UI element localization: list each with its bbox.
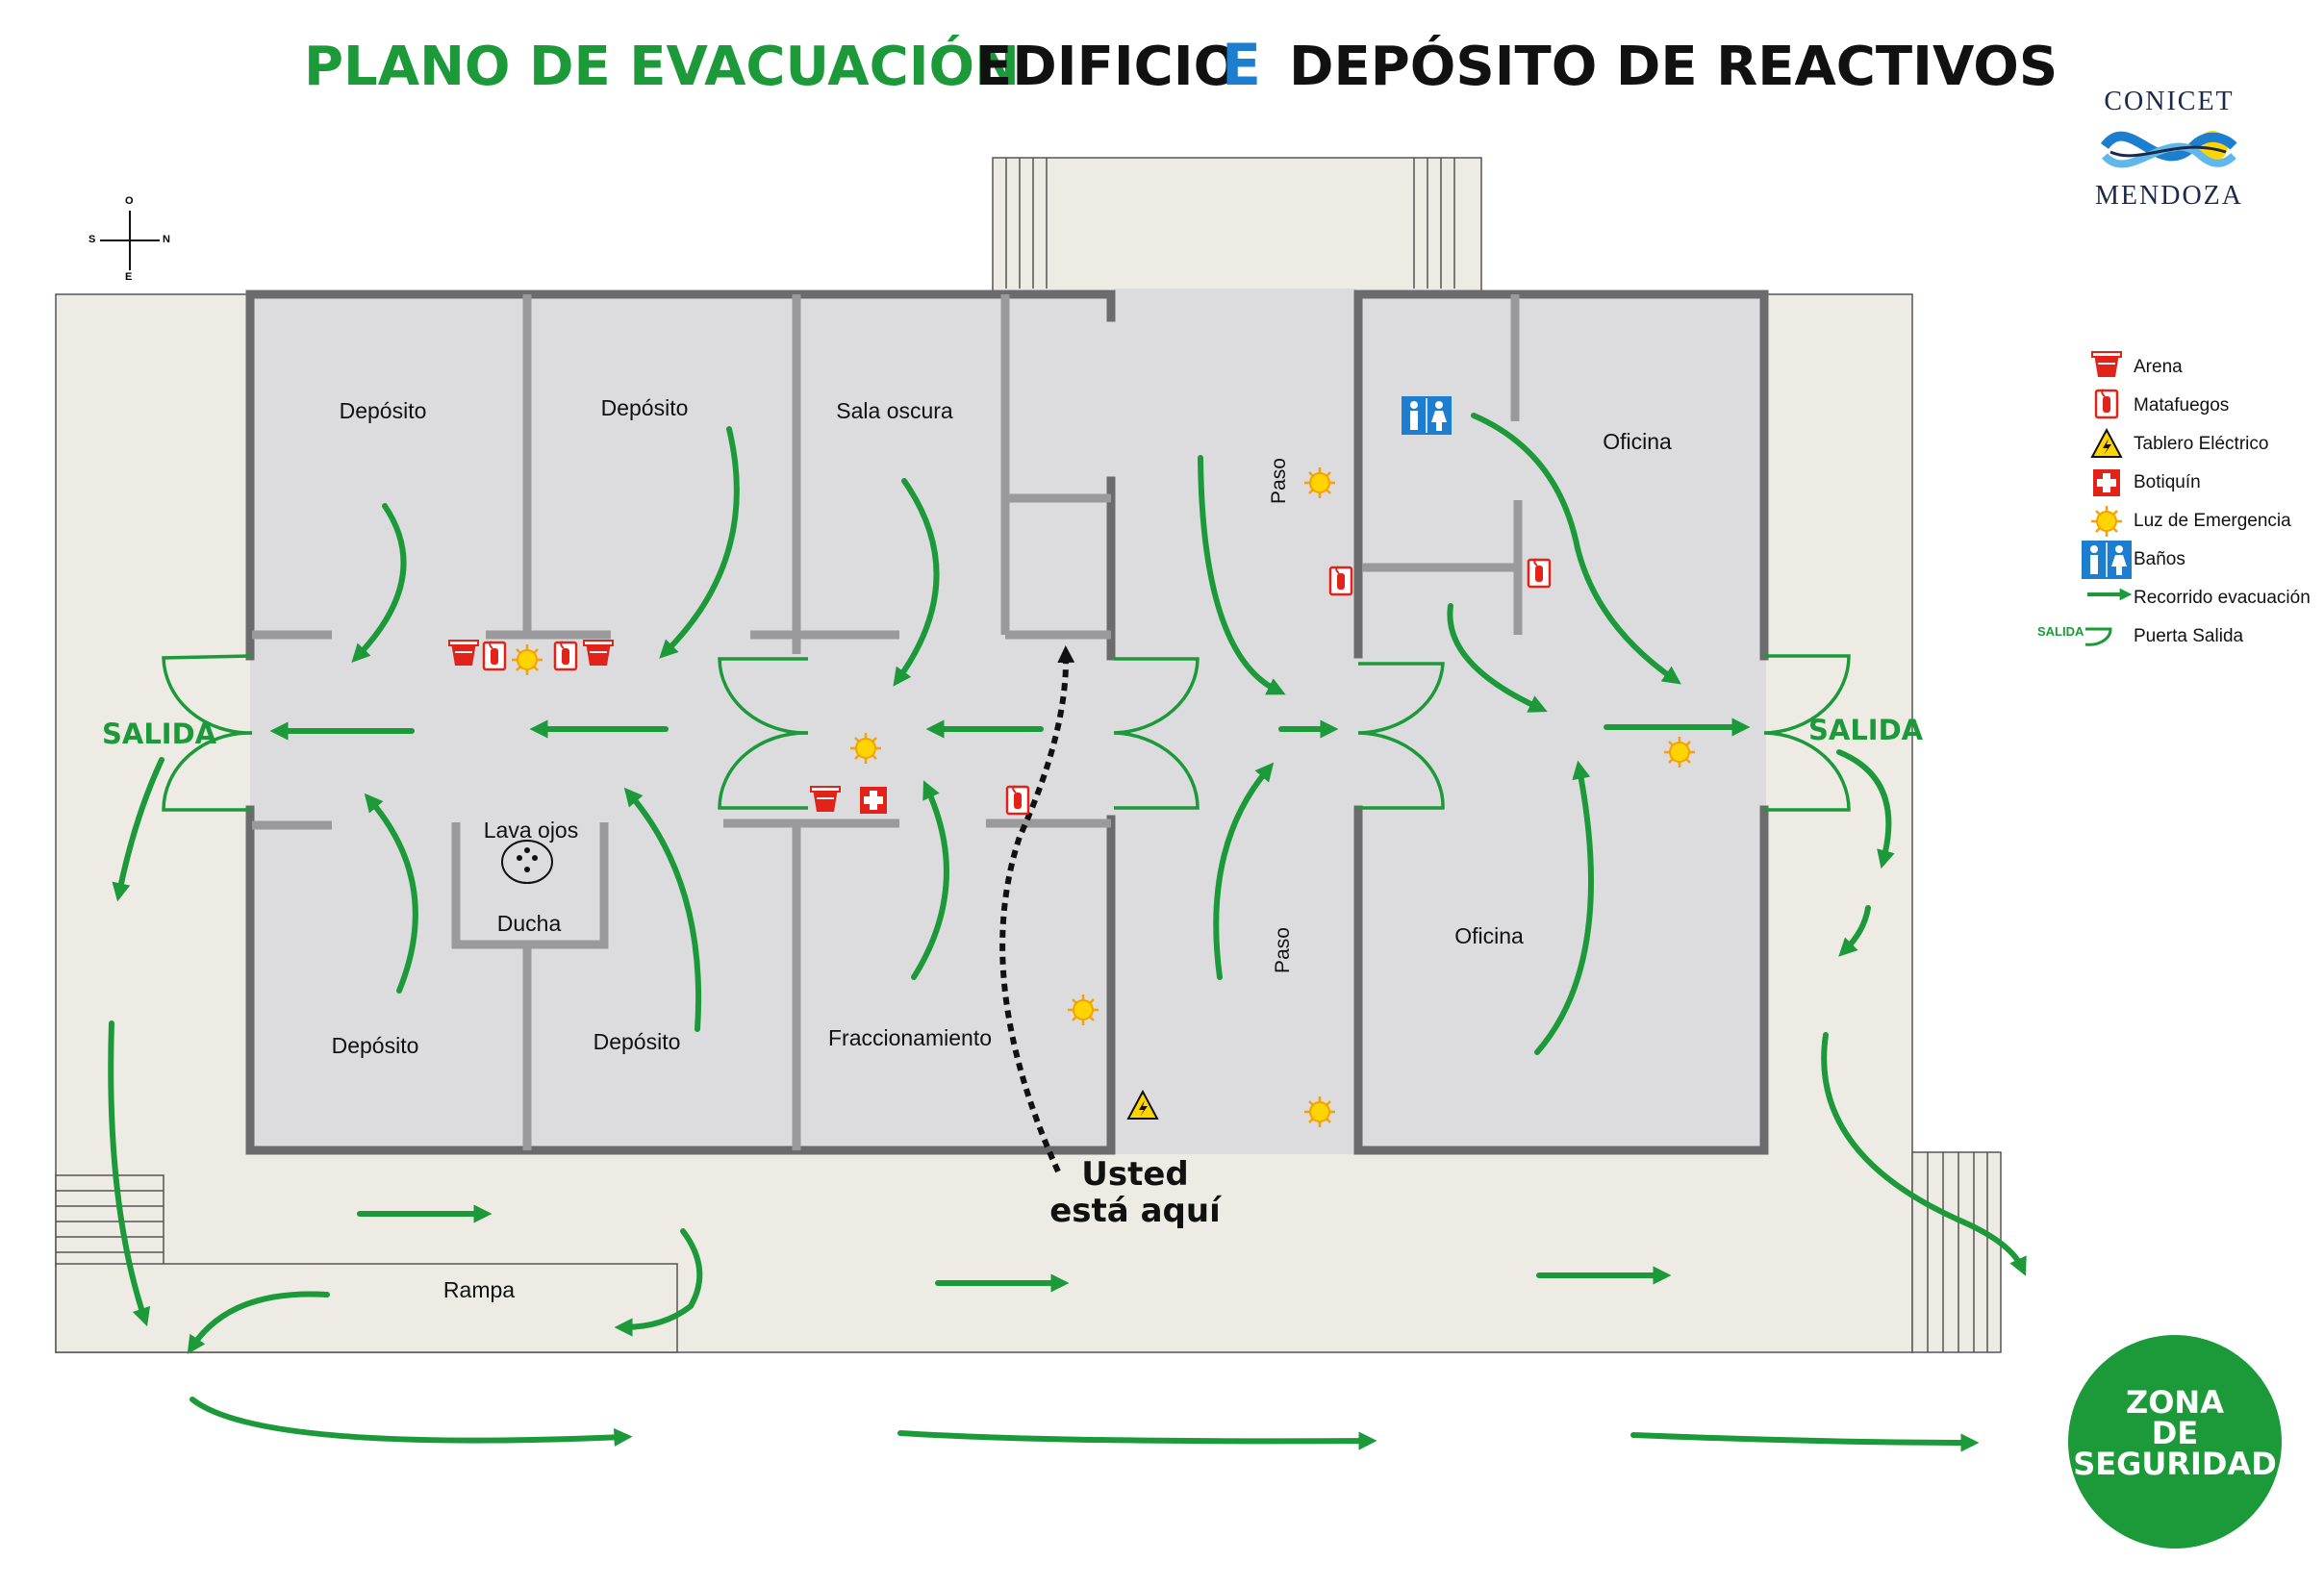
room-paso-top: Paso [1268,458,1290,504]
legend-label: Puerta Salida [2134,626,2244,646]
safe-zone-line3: SEGURIDAD [2073,1446,2277,1482]
legend-icons [2081,351,2133,646]
title-building-letter: E [1222,32,1261,99]
title-building-name: DEPÓSITO DE REACTIVOS [1289,36,2059,98]
you-are-here-path [999,645,1075,1173]
legend-label: Matafuegos [2134,395,2230,416]
compass-s: S [88,234,96,245]
room-deposito-1: Depósito [339,398,427,423]
safe-zone-line1: ZONA [2126,1384,2224,1421]
room-ducha: Ducha [496,911,562,936]
exit-label-right: SALIDA [1808,714,1924,746]
stairs-right [1911,1151,2002,1353]
compass-o: O [125,195,134,207]
evacuation-routes [108,413,2027,1452]
fire-extinguisher-icon [1005,784,1030,816]
legend-item: Tablero Eléctrico [2078,430,2324,459]
legend-exit-tag: SALIDA [2037,624,2084,639]
room-oficina-top: Oficina [1603,429,1672,454]
legend-item: SALIDA Puerta Salida [2037,622,2324,651]
you-are-here-line2: está aquí [1049,1192,1221,1230]
title-plan: PLANO DE EVACUACIÓN [304,36,1020,98]
stairs-left [55,1174,164,1267]
legend-item: Recorrido evacuación [2078,584,2324,613]
room-oficina-bottom: Oficina [1454,923,1524,948]
legend-label: Botiquín [2134,472,2201,492]
compass-e: E [125,271,133,283]
legend-label: Tablero Eléctrico [2134,434,2269,454]
safe-zone-line2: DE [2151,1415,2199,1451]
building-walls [245,290,1769,1155]
legend-label: Recorrido evacuación [2134,588,2311,608]
legend-item: Baños [2078,545,2324,574]
exit-label-left: SALIDA [102,718,217,750]
fire-extinguisher-icon [553,640,578,671]
fire-extinguisher-icon [1328,565,1353,596]
double-doors [162,654,1851,812]
ramp-label: Rampa [442,1277,516,1302]
legend-exit-door-icon [2084,627,2112,646]
restroom-icon [1401,395,1452,436]
ramp [55,1263,678,1353]
room-fraccionamiento: Fraccionamiento [827,1025,993,1050]
room-paso-bottom: Paso [1272,927,1294,973]
legend-item: Arena [2078,353,2324,382]
safe-zone-badge: ZONA DE SEGURIDAD [2068,1335,2282,1549]
first-aid-icon [860,787,887,814]
room-lava-ojos: Lava ojos [483,818,579,843]
fire-extinguisher-icon [1527,557,1552,589]
logo-top-text: CONICET [2104,87,2235,116]
legend-label: Arena [2134,357,2183,377]
room-sala-oscura: Sala oscura [836,398,953,423]
logo-bottom-text: MENDOZA [2095,181,2243,211]
interior-walls [252,294,1523,1150]
you-are-here-label: Usted está aquí [1020,1156,1250,1229]
compass-icon [100,211,160,270]
conicet-logo: CONICET MENDOZA [2087,87,2251,212]
room-deposito-2: Depósito [600,395,689,420]
legend-item: Botiquín [2078,468,2324,497]
legend-item: Matafuegos [2078,391,2324,420]
compass-n: N [163,234,170,245]
legend-label: Baños [2134,549,2185,569]
page-title: PLANO DE EVACUACIÓN EDIFICIO E DEPÓSITO … [0,29,2324,96]
room-deposito-3: Depósito [331,1033,419,1058]
legend-item: Luz de Emergencia [2078,507,2324,536]
eye-wash-station-icon [501,840,553,884]
legend-label: Luz de Emergencia [2134,511,2291,531]
fire-extinguisher-icon [482,640,507,671]
you-are-here-line1: Usted [1081,1155,1189,1194]
compass-rose: O E S N [87,195,173,284]
logo-wave-icon [2101,131,2237,168]
room-deposito-4: Depósito [593,1029,681,1054]
title-building: EDIFICIO [975,36,1240,98]
